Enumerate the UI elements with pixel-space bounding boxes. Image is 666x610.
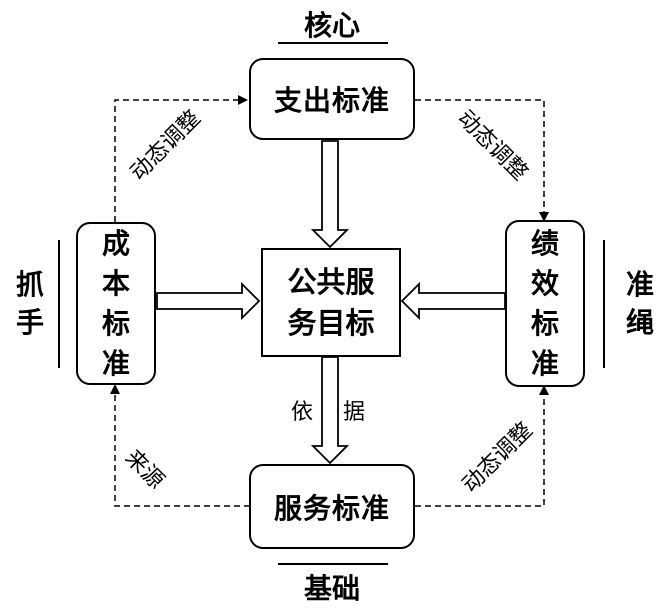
performance-standard-label: 绩效标准 — [530, 226, 559, 380]
cost-standard-node: 成本标准 — [76, 222, 156, 385]
core-tag: 核心 — [303, 9, 360, 42]
performance-standard-node: 绩效标准 — [505, 220, 585, 387]
service-standard-node: 服务标准 — [249, 464, 415, 549]
basis-label-part-1: 依 — [291, 400, 314, 425]
cost-standard-label: 成本标准 — [101, 226, 130, 380]
hollow-arrow-cost-to-goal — [156, 281, 261, 321]
basis-label-part-2: 据 — [343, 400, 366, 425]
grasp-rule — [58, 240, 60, 368]
expenditure-standard-label: 支出标准 — [273, 84, 390, 117]
dashed-connector-expenditure-to-performance — [415, 99, 549, 222]
criterion-tag: 准绳 — [622, 266, 658, 342]
core-rule — [278, 42, 388, 44]
public-service-goal-node: 公共服务目标 — [261, 248, 401, 357]
hollow-arrow-goal-to-service — [310, 356, 350, 465]
criterion-tag-text: 准绳 — [625, 268, 654, 339]
foundation-rule — [278, 563, 388, 565]
dashed-connector-service-to-cost — [110, 384, 250, 507]
public-service-goal-label: 公共服务目标 — [287, 264, 375, 340]
hollow-arrow-expenditure-to-goal — [310, 140, 350, 249]
hollow-arrow-performance-to-goal — [400, 281, 506, 321]
dashed-connector-service-to-performance — [415, 385, 549, 507]
grasp-tag-text: 抓手 — [15, 268, 44, 339]
expenditure-standard-node: 支出标准 — [249, 58, 415, 140]
grasp-tag: 抓手 — [12, 266, 48, 342]
dashed-connector-cost-to-expenditure — [114, 95, 248, 222]
foundation-tag: 基础 — [303, 572, 360, 605]
criterion-rule — [603, 240, 605, 368]
service-standard-label: 服务标准 — [273, 491, 390, 525]
